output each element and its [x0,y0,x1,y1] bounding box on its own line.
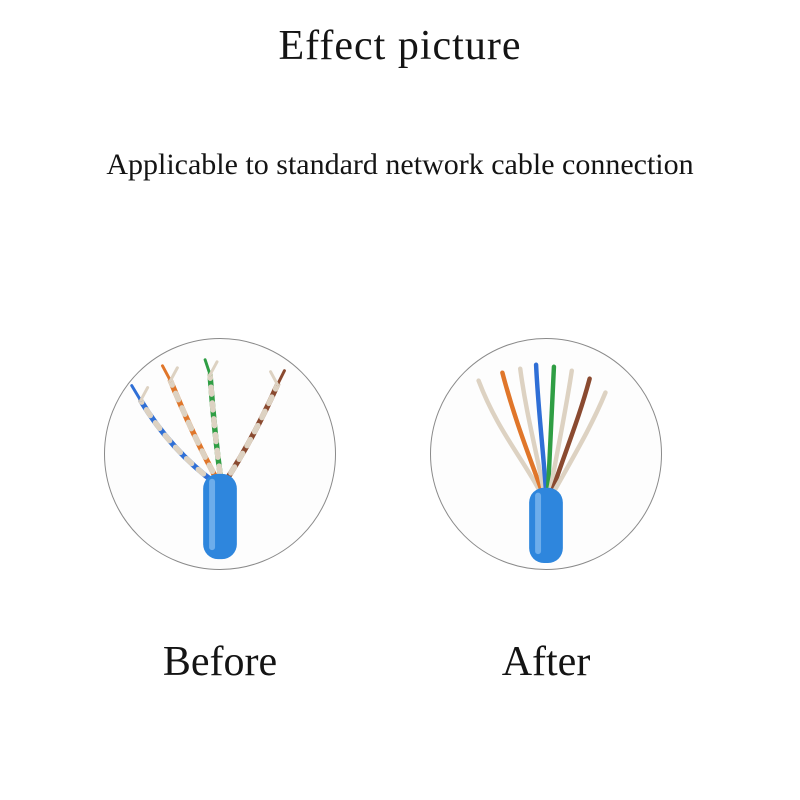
twisted-pair-blue [130,384,219,487]
twisted-pair-green [203,358,224,484]
cable-jacket [529,487,563,564]
after-cable-image [476,362,608,564]
after-photo-circle [430,338,662,570]
cable-jacket [203,473,237,560]
straightened-wires [476,362,608,494]
before-cable-image [130,358,286,560]
after-label: After [501,639,591,685]
twisted-pair-orange [161,364,221,485]
before-label: Before [162,639,278,685]
page-subtitle: Applicable to standard network cable con… [106,148,694,181]
twisted-pair-brown [221,369,286,487]
before-photo-circle [104,338,336,570]
page-title: Effect picture [278,23,522,69]
